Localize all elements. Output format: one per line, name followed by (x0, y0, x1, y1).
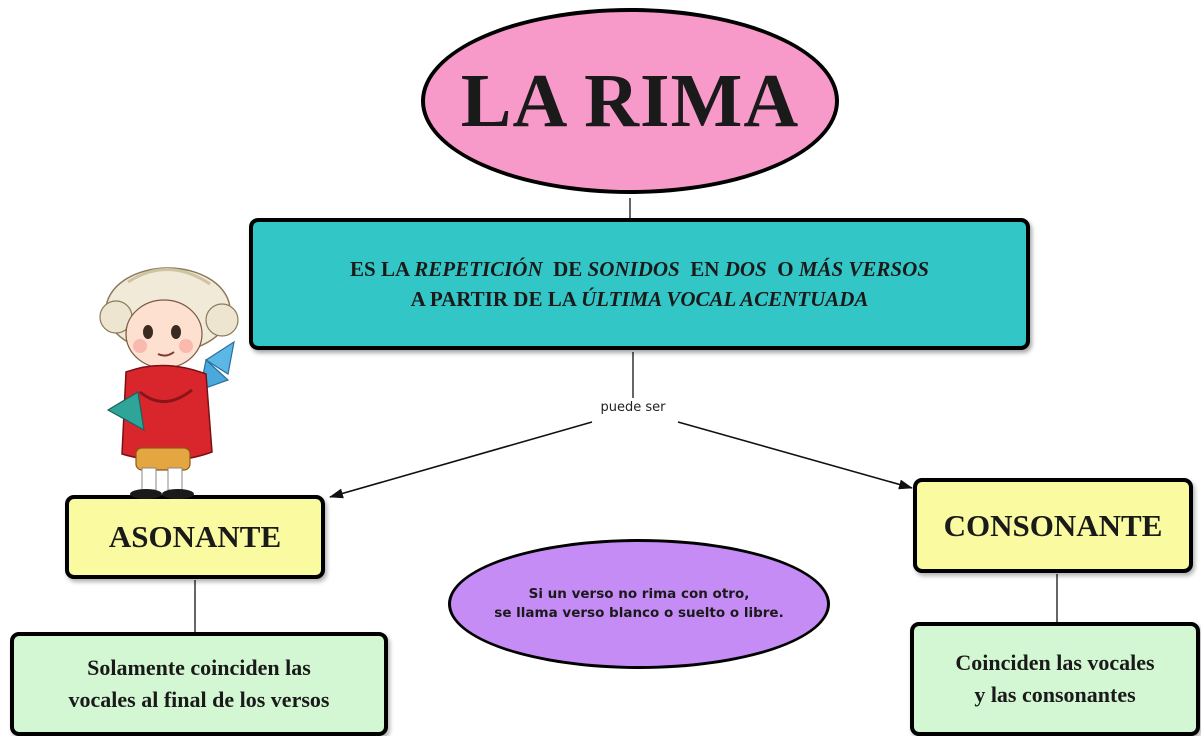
consonante-definition-line-2: y las consonantes (974, 682, 1136, 707)
consonante-node: CONSONANTE (913, 478, 1193, 573)
verso-blanco-note: Si un verso no rima con otro, se llama v… (448, 539, 830, 669)
definition-node: ES LA REPETICIÓN DE SONIDOS EN DOS O MÁS… (249, 218, 1030, 350)
asonante-definition-line-1: Solamente coinciden las (87, 655, 311, 680)
note-line-1: Si un verso no rima con otro, (528, 586, 750, 602)
title-text: LA RIMA (460, 58, 800, 143)
asonante-node: ASONANTE (65, 495, 325, 579)
definition-line-2: A PARTIR DE LA ÚLTIMA VOCAL ACENTUADA (410, 287, 869, 311)
cartoon-character-illustration (99, 267, 239, 499)
asonante-definition-line-2: vocales al final de los versos (68, 687, 330, 712)
asonante-definition-node: Solamente coinciden las vocales al final… (10, 632, 388, 736)
link-label-puede-ser: puede ser (588, 398, 678, 418)
consonante-definition-node: Coinciden las vocales y las consonantes (910, 622, 1200, 736)
note-line-2: se llama verso blanco o suelto o libre. (494, 605, 784, 621)
asonante-label: ASONANTE (108, 519, 282, 554)
consonante-definition-line-1: Coinciden las vocales (955, 650, 1155, 675)
arrow-to-asonante (329, 421, 593, 499)
consonante-label: CONSONANTE (943, 507, 1163, 543)
title-node: LA RIMA (421, 8, 839, 194)
arrow-to-consonante (677, 421, 913, 490)
definition-line-1: ES LA REPETICIÓN DE SONIDOS EN DOS O MÁS… (350, 257, 929, 281)
